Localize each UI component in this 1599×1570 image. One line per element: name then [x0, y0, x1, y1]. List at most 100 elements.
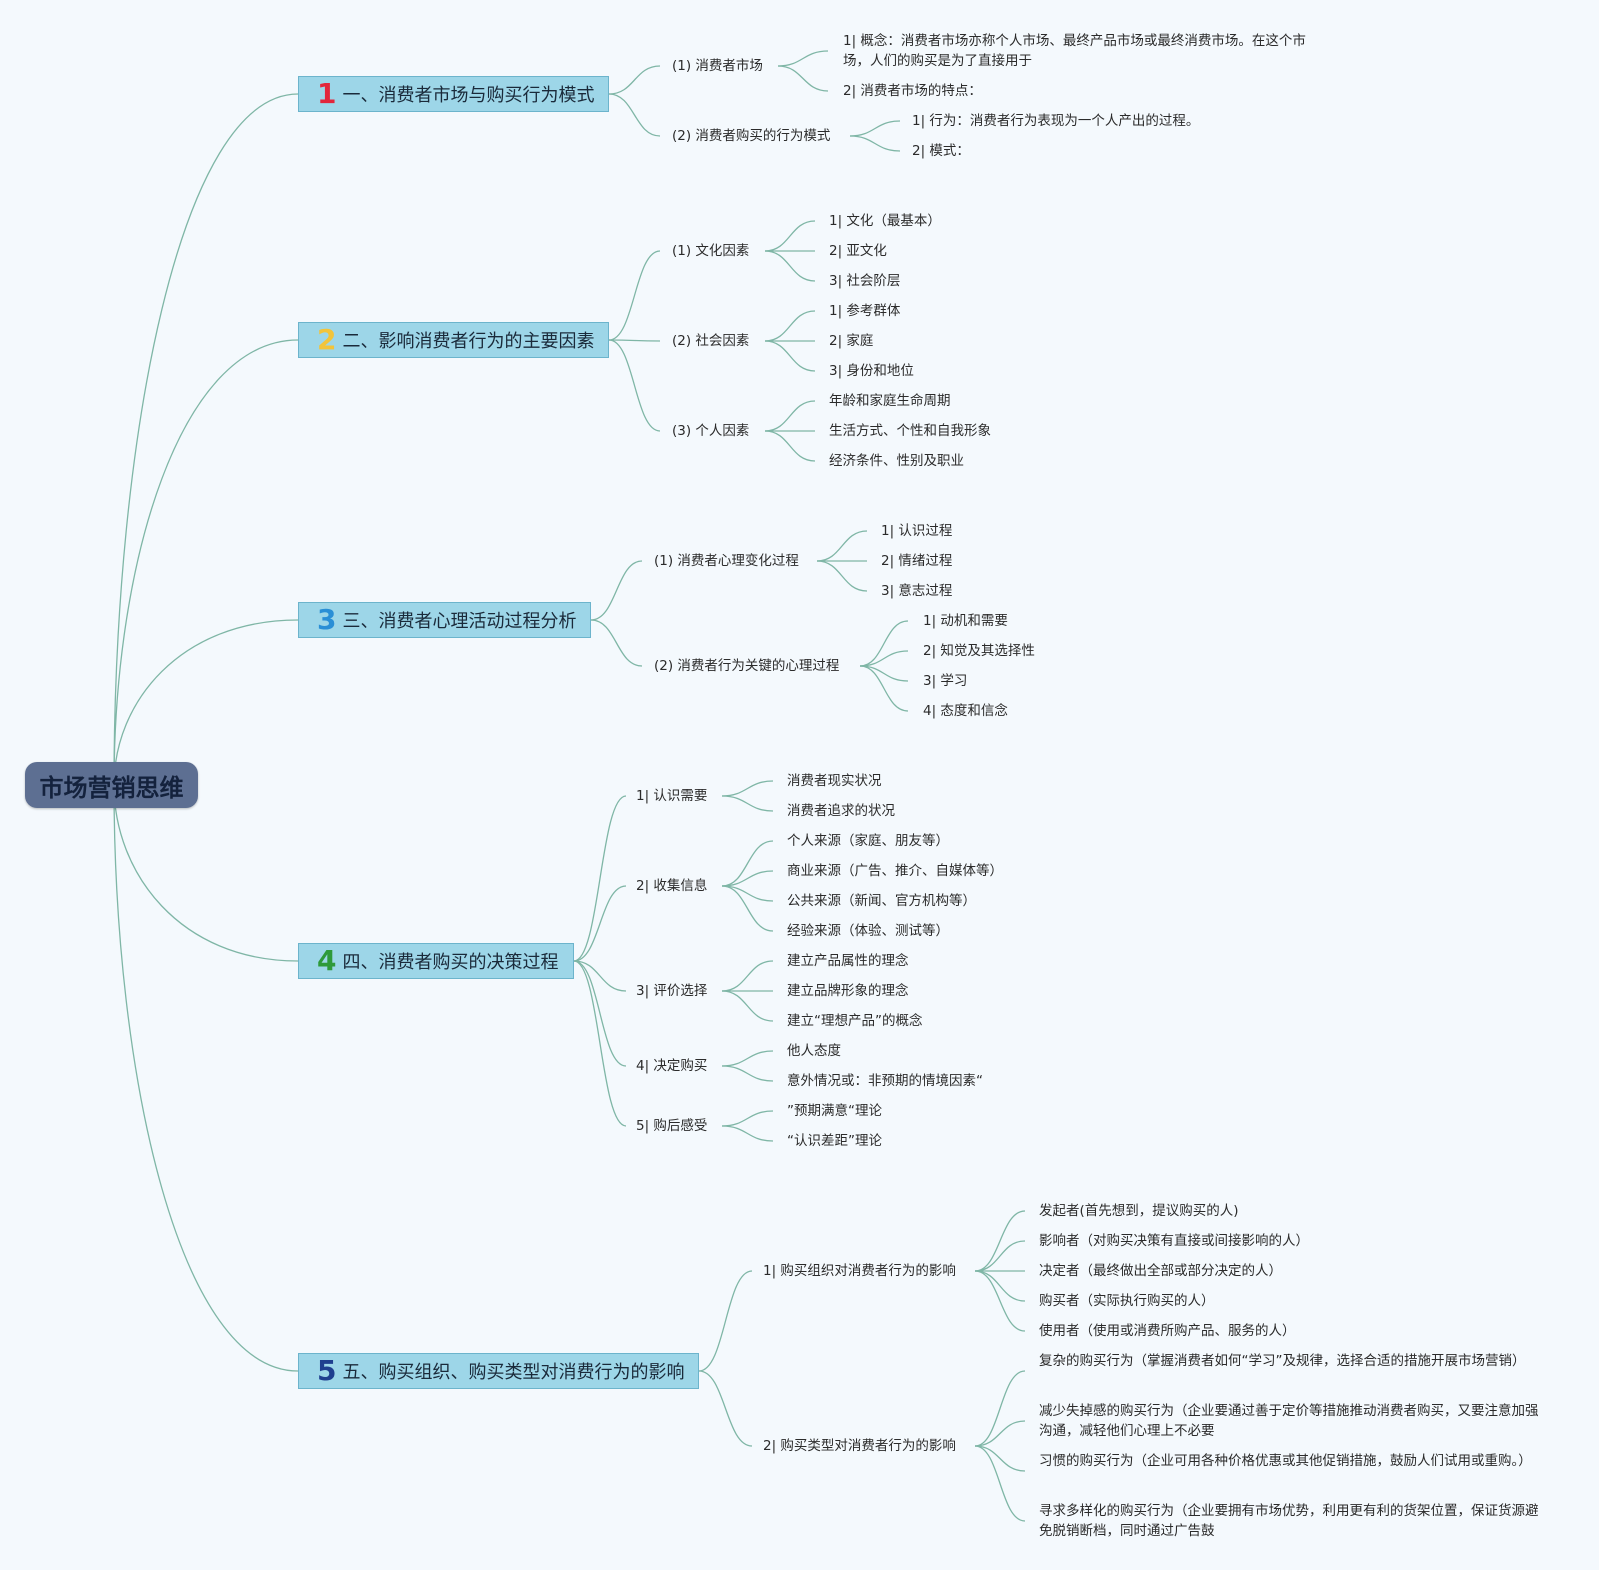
leaf[interactable]: 建立产品属性的理念 [787, 953, 909, 969]
branch-5[interactable]: 5 五、购买组织、购买类型对消费行为的影响 [298, 1353, 699, 1389]
leaf[interactable]: 1| 行为：消费者行为表现为一个人产出的过程。 [912, 113, 1200, 129]
leaf[interactable]: 2| 情绪过程 [881, 553, 953, 569]
leaf[interactable]: 购买者（实际执行购买的人） [1039, 1293, 1215, 1309]
connector [721, 1065, 774, 1082]
subtopic[interactable]: (2) 社会因素 [672, 333, 750, 349]
leaf[interactable]: 1| 文化（最基本） [829, 213, 941, 229]
branch-label: 四、消费者购买的决策过程 [342, 952, 559, 973]
connector [590, 619, 643, 667]
connector [764, 340, 816, 372]
connector [113, 619, 299, 786]
leaf[interactable]: 1| 概念：消费者市场亦称个人市场、最终产品市场或最终消费市场。在这个市场，人们… [843, 33, 1306, 69]
leaf[interactable]: 经济条件、性别及职业 [829, 453, 964, 469]
leaf[interactable]: 寻求多样化的购买行为（企业要拥有市场优势，利用更有利的货架位置，保证货源避免脱销… [1039, 1503, 1539, 1539]
connector [816, 560, 868, 592]
leaf[interactable]: 建立品牌形象的理念 [787, 983, 909, 999]
connector [849, 135, 901, 152]
subtopic[interactable]: 1| 购买组织对消费者行为的影响 [763, 1263, 956, 1279]
connector [573, 795, 627, 962]
leaf[interactable]: “认识差距”理论 [787, 1133, 882, 1149]
leaf[interactable]: 影响者（对购买决策有直接或间接影响的人） [1039, 1233, 1309, 1249]
connector [573, 960, 627, 1067]
leaf[interactable]: 习惯的购买行为（企业可用各种价格优惠或其他促销措施，鼓励人们试用或重购。） [1039, 1453, 1532, 1469]
branch-4[interactable]: 4 四、消费者购买的决策过程 [298, 943, 574, 979]
connector [764, 220, 816, 252]
connector [113, 339, 299, 786]
connector [608, 250, 661, 341]
leaf[interactable]: 4| 态度和信念 [923, 703, 1008, 719]
connector [721, 795, 774, 812]
leaf[interactable]: 生活方式、个性和自我形象 [829, 423, 991, 439]
subtopic[interactable]: (1) 消费者市场 [672, 58, 763, 74]
subtopic[interactable]: (1) 消费者心理变化过程 [654, 553, 799, 569]
subtopic[interactable]: 1| 认识需要 [636, 788, 708, 804]
leaf[interactable]: ”预期满意“理论 [787, 1103, 882, 1119]
leaf[interactable]: 3| 学习 [923, 673, 968, 689]
leaf[interactable]: 1| 动机和需要 [923, 613, 1008, 629]
connector [721, 870, 774, 887]
leaf[interactable]: 2| 知觉及其选择性 [923, 643, 1035, 659]
connector [974, 1270, 1026, 1332]
leaf[interactable]: 商业来源（广告、推介、自媒体等） [787, 863, 1003, 879]
leaf[interactable]: 复杂的购买行为（掌握消费者如何“学习”及规律，选择合适的措施开展市场营销） [1039, 1353, 1526, 1369]
subtopic[interactable]: 2| 购买类型对消费者行为的影响 [763, 1438, 956, 1454]
connector [859, 650, 909, 667]
leaf[interactable]: 发起者(首先想到，提议购买的人) [1039, 1203, 1239, 1219]
connector [573, 885, 627, 962]
connector [573, 960, 627, 1127]
leaf[interactable]: 2| 亚文化 [829, 243, 887, 259]
leaf[interactable]: 3| 身份和地位 [829, 363, 914, 379]
connector [816, 530, 868, 562]
leaf[interactable]: 个人来源（家庭、朋友等） [787, 833, 949, 849]
leaf[interactable]: 减少失掉感的购买行为（企业要通过善于定价等措施推动消费者购买，又要注意加强沟通，… [1039, 1403, 1539, 1439]
leaf[interactable]: 经验来源（体验、测试等） [787, 923, 949, 939]
leaf[interactable]: 决定者（最终做出全部或部分决定的人） [1039, 1263, 1282, 1279]
leaf[interactable]: 公共来源（新闻、官方机构等） [787, 893, 976, 909]
subtopic[interactable]: (1) 文化因素 [672, 243, 750, 259]
connector [608, 339, 661, 432]
branch-label: 五、购买组织、购买类型对消费行为的影响 [342, 1362, 685, 1383]
connector [590, 560, 643, 621]
branch-2[interactable]: 2 二、影响消费者行为的主要因素 [298, 322, 609, 358]
connector [113, 93, 299, 786]
leaf[interactable]: 2| 消费者市场的特点： [843, 83, 982, 99]
subtopic[interactable]: 4| 决定购买 [636, 1058, 708, 1074]
branch-number: 3 [317, 603, 337, 636]
branch-label: 三、消费者心理活动过程分析 [342, 611, 577, 632]
leaf[interactable]: 消费者现实状况 [787, 773, 882, 789]
subtopic[interactable]: (2) 消费者行为关键的心理过程 [654, 658, 840, 674]
subtopic[interactable]: 2| 收集信息 [636, 878, 708, 894]
leaf[interactable]: 1| 认识过程 [881, 523, 953, 539]
leaf[interactable]: 他人态度 [787, 1043, 841, 1059]
leaf[interactable]: 2| 模式： [912, 143, 970, 159]
subtopic[interactable]: 5| 购后感受 [636, 1118, 708, 1134]
subtopic[interactable]: (3) 个人因素 [672, 423, 750, 439]
subtopic[interactable]: (2) 消费者购买的行为模式 [672, 128, 831, 144]
leaf[interactable]: 年龄和家庭生命周期 [829, 393, 951, 409]
connector [764, 400, 816, 432]
connector [974, 1420, 1026, 1447]
connector [573, 960, 627, 992]
connector [721, 1125, 774, 1142]
leaf[interactable]: 3| 社会阶层 [829, 273, 901, 289]
branch-number: 1 [317, 77, 337, 110]
leaf[interactable]: 3| 意志过程 [881, 583, 953, 599]
leaf[interactable]: 1| 参考群体 [829, 303, 901, 319]
branch-3[interactable]: 3 三、消费者心理活动过程分析 [298, 602, 591, 638]
connector [764, 430, 816, 462]
connector [974, 1445, 1026, 1522]
branch-1[interactable]: 1 一、消费者市场与购买行为模式 [298, 76, 609, 112]
leaf[interactable]: 消费者追求的状况 [787, 803, 895, 819]
connector [721, 1110, 774, 1127]
connector [974, 1370, 1026, 1447]
connector [764, 310, 816, 342]
leaf[interactable]: 使用者（使用或消费所购产品、服务的人） [1039, 1323, 1296, 1339]
leaf[interactable]: 意外情况或：非预期的情境因素“ [787, 1073, 983, 1089]
branch-label: 二、影响消费者行为的主要因素 [342, 331, 595, 352]
connector [974, 1270, 1026, 1302]
subtopic[interactable]: 3| 评价选择 [636, 983, 708, 999]
root-topic[interactable]: 市场营销思维 [25, 762, 198, 808]
leaf[interactable]: 建立“理想产品”的概念 [787, 1013, 923, 1029]
leaf[interactable]: 2| 家庭 [829, 333, 874, 349]
